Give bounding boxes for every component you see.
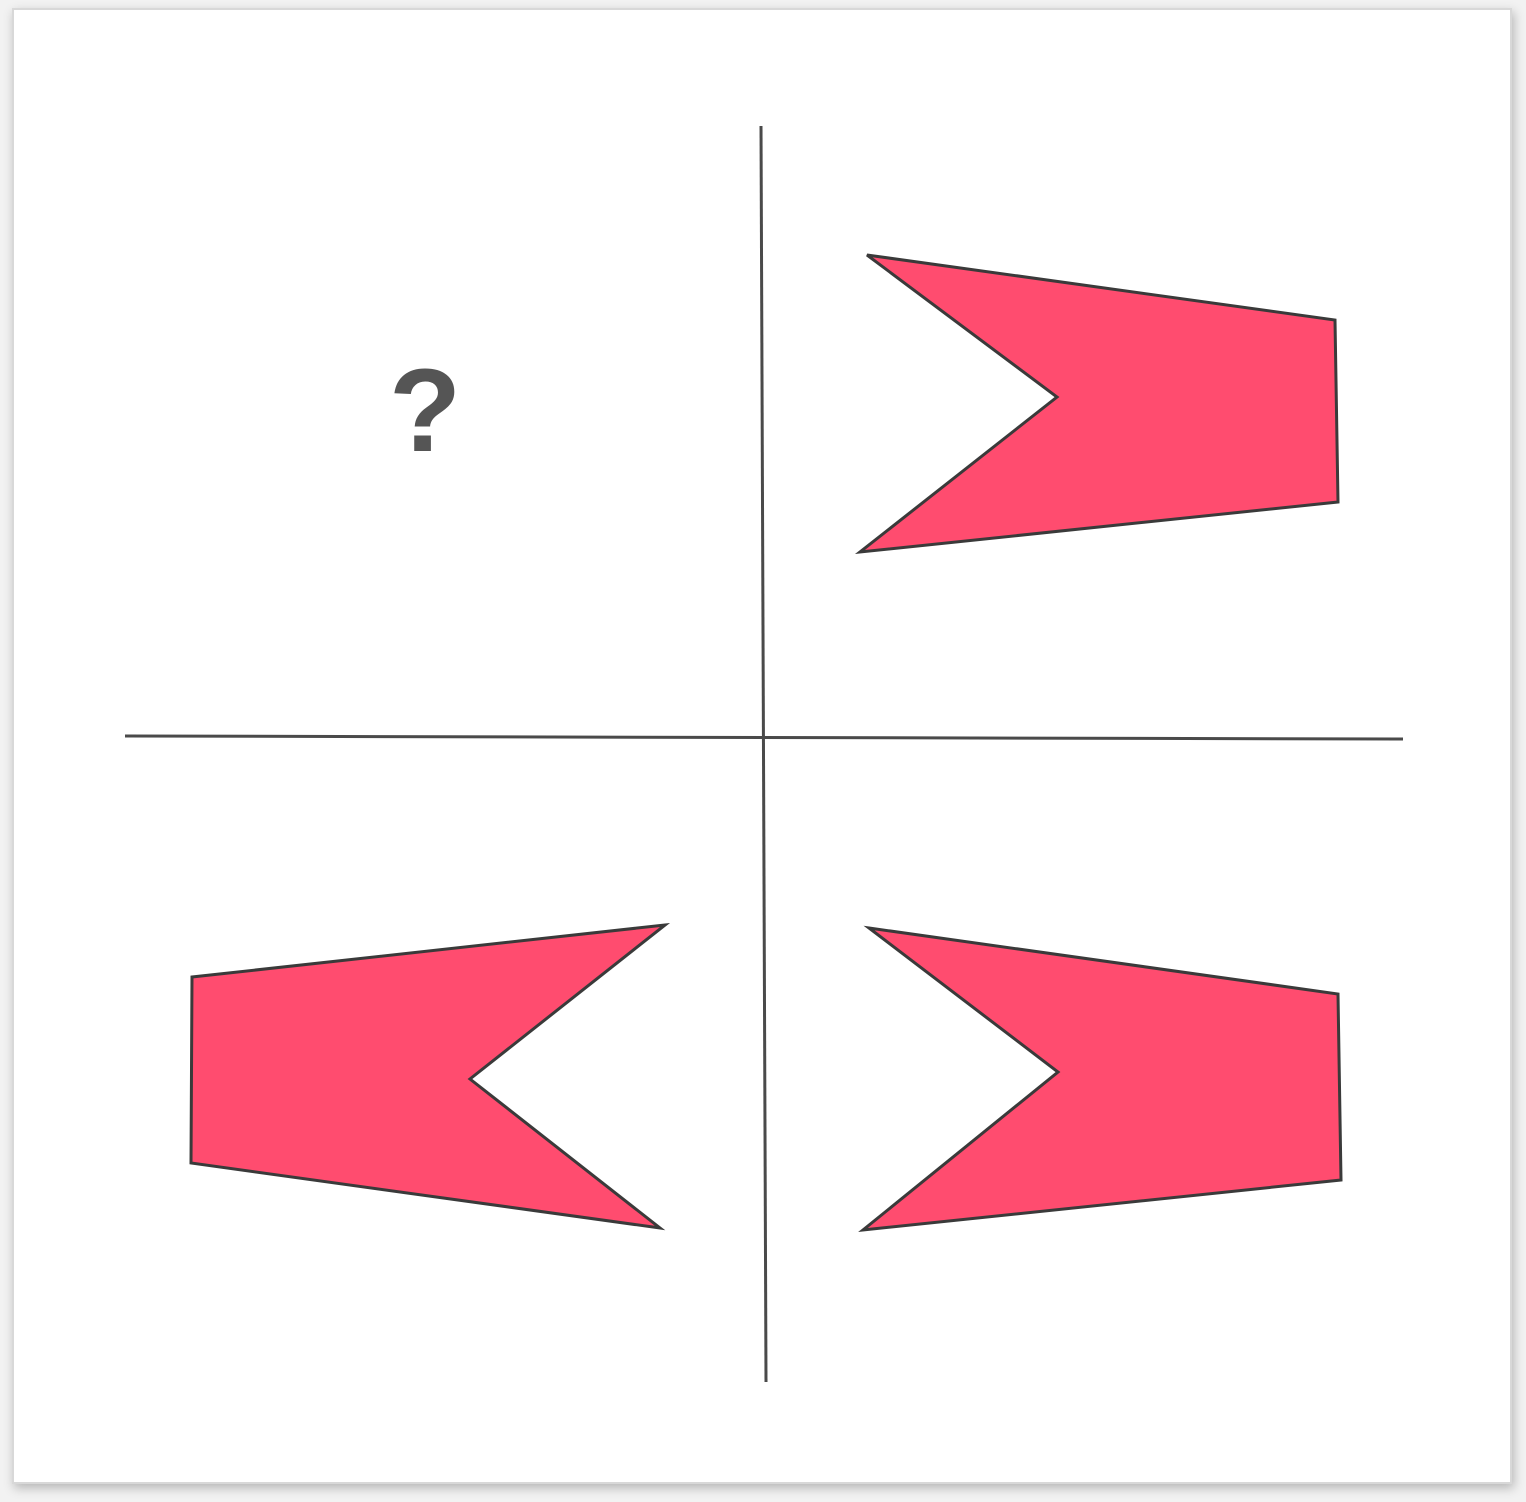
top-right-shape bbox=[854, 253, 1340, 555]
bottom-right-shape bbox=[858, 925, 1343, 1233]
vertical-divider bbox=[759, 125, 768, 1383]
bottom-left-shape bbox=[189, 922, 671, 1231]
question-mark: ? bbox=[389, 345, 461, 477]
horizontal-divider bbox=[124, 734, 1404, 741]
